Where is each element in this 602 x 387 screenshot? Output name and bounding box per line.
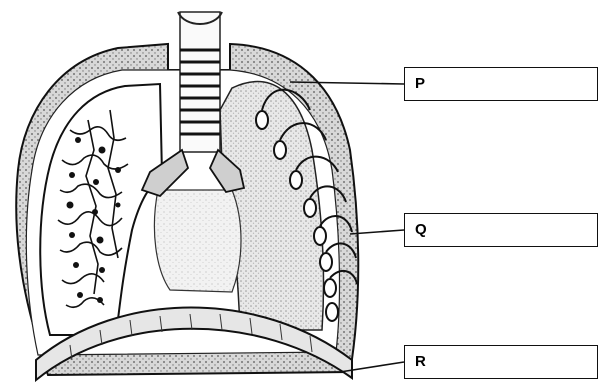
- label-box-p: P: [404, 67, 598, 101]
- label-box-q: Q: [404, 213, 598, 247]
- trachea: [180, 12, 220, 152]
- label-letter-p: P: [415, 75, 425, 92]
- label-box-r: R: [404, 345, 598, 379]
- heart: [154, 190, 241, 292]
- label-letter-q: Q: [415, 221, 427, 238]
- label-letter-r: R: [415, 353, 426, 370]
